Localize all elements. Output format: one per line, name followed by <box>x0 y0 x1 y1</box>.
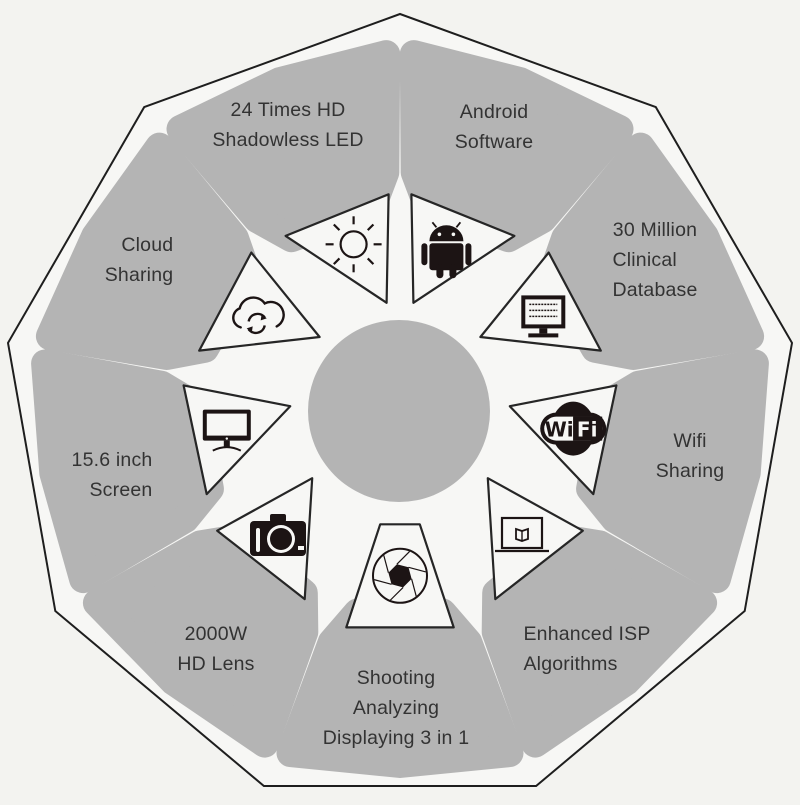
svg-text:Wi: Wi <box>545 418 574 442</box>
label-isp-algorithms: Enhanced ISP Algorithms <box>523 623 651 675</box>
cloud-sync-icon <box>232 296 285 335</box>
tile-cloud-sharing <box>198 251 321 352</box>
label-clinical-database: 30 Million Clinical Database <box>612 219 698 301</box>
label-shooting-analyzing: Shooting Analyzing Displaying 3 in 1 <box>322 667 470 749</box>
label-hd-lens: 2000W HD Lens <box>177 623 255 675</box>
android-icon <box>421 221 472 279</box>
center-circle <box>308 320 490 502</box>
label-wifi-sharing: Wifi Sharing <box>655 430 725 482</box>
aperture-icon <box>372 547 428 604</box>
monitor-data-icon <box>521 295 566 338</box>
tile-shadowless-led <box>284 193 390 304</box>
laptop-book-icon <box>495 516 549 553</box>
label-android: Android Software <box>454 101 534 153</box>
label-screen: 15.6 inch Screen <box>71 449 153 501</box>
sun-icon <box>325 216 382 273</box>
svg-text:Fi: Fi <box>577 418 598 442</box>
label-shadowless-led: 24 Times HD Shadowless LED <box>212 99 364 151</box>
tile-isp-algorithms <box>486 477 584 601</box>
camera-icon <box>250 514 306 556</box>
label-cloud-sharing: Cloud Sharing <box>104 234 174 286</box>
tv-monitor-icon <box>202 409 251 452</box>
